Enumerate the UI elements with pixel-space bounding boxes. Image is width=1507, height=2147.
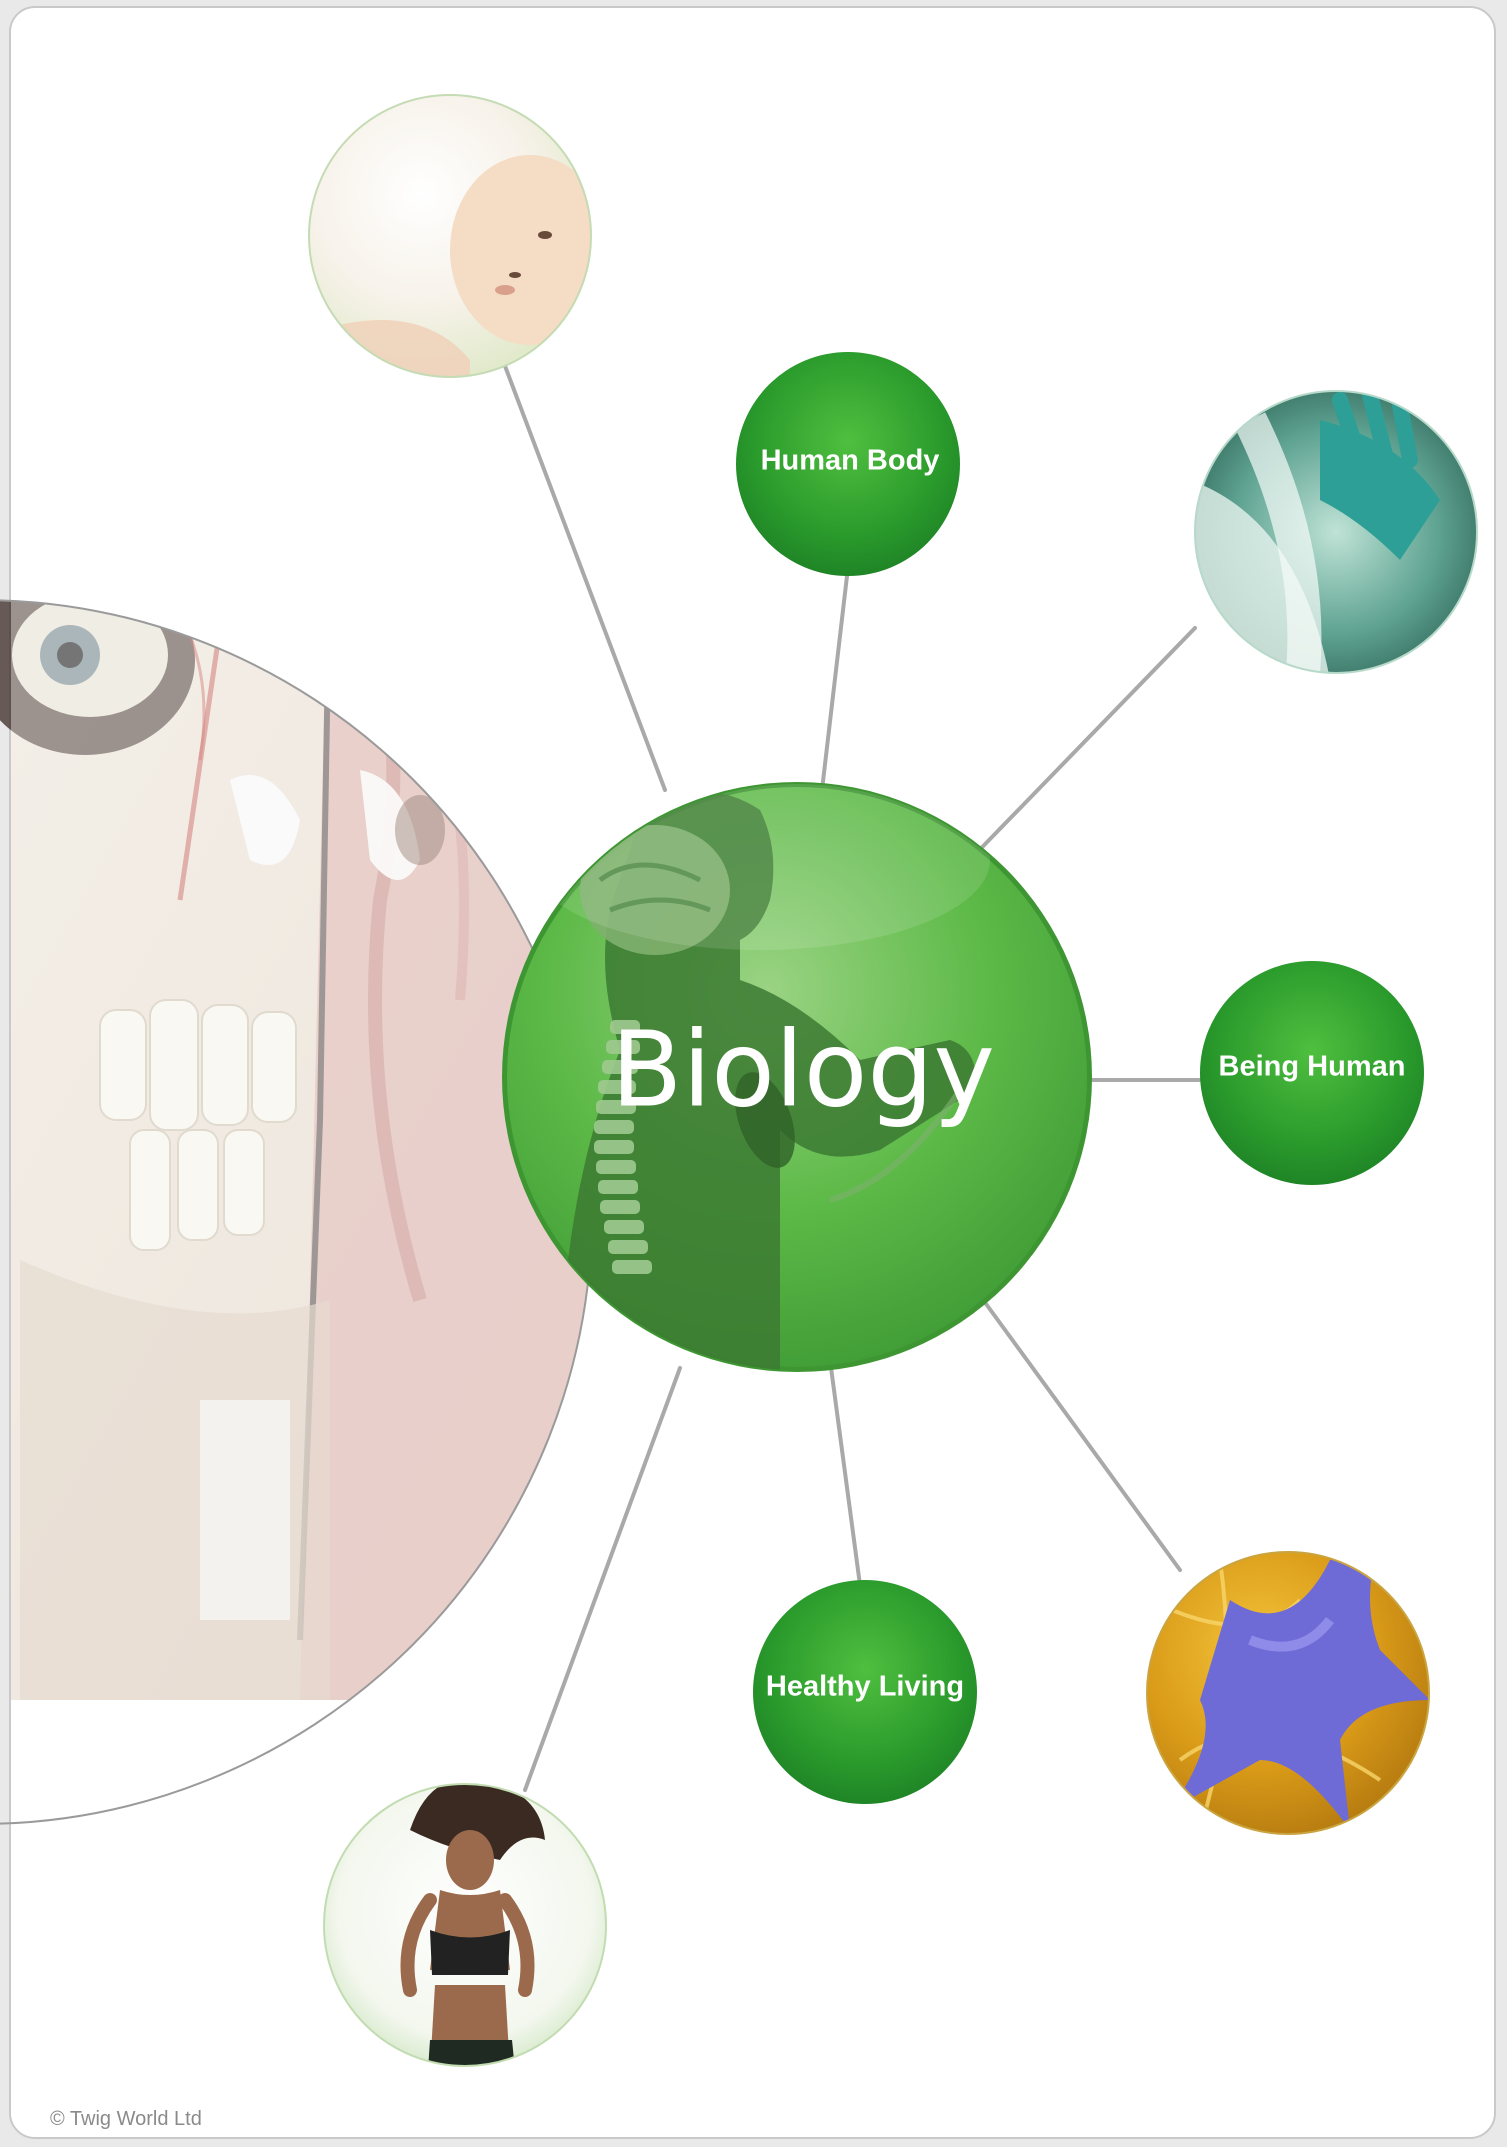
baby-image-node[interactable] <box>309 95 610 400</box>
connector-xray <box>960 628 1195 870</box>
topic-label-being-human: Being Human <box>1219 1051 1406 1083</box>
biology-center-node[interactable]: Biology <box>502 770 1092 1400</box>
neuron-image-node[interactable] <box>1147 1540 1430 1834</box>
topic-node-healthy-living[interactable]: Healthy Living <box>753 1580 977 1804</box>
topic-node-being-human[interactable]: Being Human <box>1200 961 1424 1185</box>
runner-image-node[interactable] <box>324 1779 606 2070</box>
topic-label-healthy-living: Healthy Living <box>766 1671 964 1703</box>
topic-label-human-body: Human Body <box>761 445 940 477</box>
connector-human-body <box>822 576 847 790</box>
copyright-notice: © Twig World Ltd <box>50 2108 202 2131</box>
center-title: Biology <box>611 1008 995 1130</box>
connector-neuron <box>965 1275 1180 1570</box>
xray-image-node[interactable] <box>1190 391 1477 700</box>
connector-healthy-living <box>830 1360 860 1585</box>
topic-node-human-body[interactable]: Human Body <box>736 352 960 576</box>
connector-baby <box>505 366 665 790</box>
